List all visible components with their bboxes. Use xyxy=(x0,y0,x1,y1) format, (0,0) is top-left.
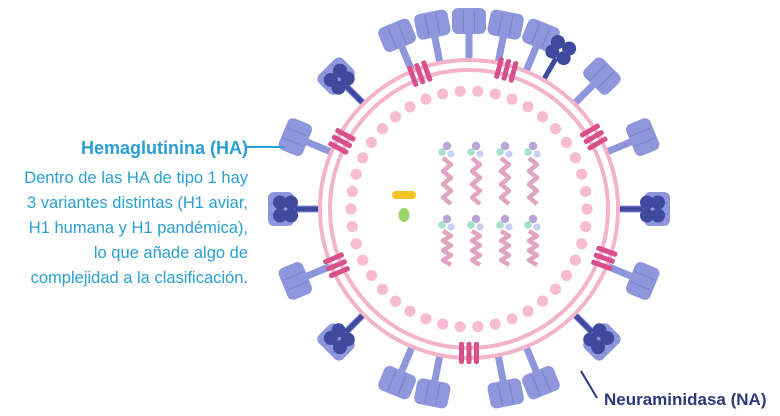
matrix-protein xyxy=(549,123,562,135)
matrix-protein xyxy=(569,152,581,164)
matrix-protein xyxy=(560,269,573,282)
description-line-1: Dentro de las HA de tipo 1 hay xyxy=(24,169,248,187)
rna-segment-icon xyxy=(438,214,455,267)
hemagglutinin-spike-icon xyxy=(378,18,416,72)
rna-segment-icon xyxy=(467,214,484,267)
description-line-3: H1 humana y H1 pandémica), xyxy=(28,219,248,237)
viral-envelope xyxy=(318,58,620,360)
hemagglutinin-label: Hemaglutinina (HA) xyxy=(80,138,248,158)
matrix-protein xyxy=(472,321,484,333)
matrix-protein xyxy=(522,305,534,317)
matrix-protein xyxy=(404,305,416,317)
internal-protein-yellow xyxy=(392,191,416,199)
hemagglutinin-spike-icon xyxy=(572,57,621,106)
matrix-protein xyxy=(389,111,402,123)
matrix-protein xyxy=(389,295,402,307)
matrix-protein xyxy=(489,88,501,100)
hemagglutinin-spike-icon xyxy=(522,18,560,72)
hemagglutinin-spike-icon xyxy=(378,346,416,400)
hemagglutinin-spike-icon xyxy=(278,118,332,156)
hemagglutinin-spike-icon xyxy=(606,262,660,300)
m2-ion-channels xyxy=(323,57,618,364)
matrix-protein-ring xyxy=(345,85,593,333)
viral-core xyxy=(392,141,541,267)
hemagglutinin-spike-icon xyxy=(487,355,524,409)
outer-lipid-layer xyxy=(318,58,620,360)
matrix-protein xyxy=(580,185,592,198)
neuraminidase-spike-icon xyxy=(573,313,615,355)
hemagglutinin-spike-icon xyxy=(414,9,451,63)
matrix-protein xyxy=(549,283,562,295)
rna-segment-icon xyxy=(496,141,513,206)
m2-ion-channel-icon xyxy=(459,342,479,364)
m2-ion-channel-icon xyxy=(407,60,433,87)
matrix-protein xyxy=(454,85,466,97)
matrix-protein xyxy=(580,220,592,233)
matrix-protein xyxy=(560,136,573,149)
neuraminidase-spike-icon xyxy=(541,35,577,81)
matrix-protein xyxy=(536,295,549,307)
matrix-protein xyxy=(357,152,369,164)
matrix-protein xyxy=(576,238,588,250)
neuraminidase-spike-icon xyxy=(323,63,365,105)
matrix-protein xyxy=(437,88,449,100)
matrix-protein xyxy=(404,101,416,113)
rna-segment-icon xyxy=(496,214,513,267)
matrix-protein xyxy=(522,101,534,113)
m2-ion-channel-icon xyxy=(579,123,608,151)
neuraminidase-spike-icon xyxy=(273,195,319,223)
neuraminidase-pointer-line xyxy=(580,370,598,399)
m2-ion-channel-icon xyxy=(328,128,356,155)
matrix-protein xyxy=(472,85,484,97)
matrix-protein xyxy=(365,269,378,282)
hemagglutinin-spike-icon xyxy=(452,8,486,59)
matrix-protein xyxy=(576,168,588,180)
matrix-protein xyxy=(569,254,581,266)
rna-segment-icon xyxy=(438,141,455,206)
matrix-protein xyxy=(376,123,389,135)
matrix-protein xyxy=(420,313,432,325)
neuraminidase-spike-icon xyxy=(619,195,665,223)
matrix-protein xyxy=(506,313,518,325)
description-line-5: complejidad a la clasificación. xyxy=(30,269,248,287)
hemagglutinin-spike-icon xyxy=(606,118,660,156)
matrix-protein xyxy=(420,93,432,105)
description-line-4: lo que añade algo de xyxy=(93,244,248,262)
hemagglutinin-description: Dentro de las HA de tipo 1 hay 3 variant… xyxy=(0,166,248,291)
m2-ion-channel-icon xyxy=(494,57,519,83)
matrix-protein xyxy=(536,111,549,123)
m2-ion-channel-icon xyxy=(323,252,350,279)
matrix-protein xyxy=(345,203,357,215)
matrix-protein xyxy=(437,318,449,330)
matrix-protein xyxy=(581,203,593,215)
neuraminidase-spikes xyxy=(273,35,665,355)
matrix-protein xyxy=(489,318,501,330)
hemagglutinin-spike-icon xyxy=(278,262,332,300)
matrix-protein xyxy=(365,136,378,149)
matrix-protein xyxy=(357,254,369,266)
hemagglutinin-spike-icon xyxy=(487,9,524,63)
matrix-protein xyxy=(506,93,518,105)
m2-ion-channel-icon xyxy=(591,245,618,271)
matrix-protein xyxy=(350,168,362,180)
matrix-protein xyxy=(350,238,362,250)
matrix-protein xyxy=(376,283,389,295)
description-line-2: 3 variantes distintas (H1 aviar, xyxy=(26,194,248,212)
rna-segment-icon xyxy=(467,141,484,206)
neuraminidase-label: Neuraminidasa (NA) xyxy=(604,390,767,409)
matrix-protein xyxy=(454,321,466,333)
matrix-protein xyxy=(346,220,358,233)
rna-segment-icon xyxy=(524,141,541,206)
hemagglutinin-spike-icon xyxy=(522,346,560,400)
neuraminidase-spike-icon xyxy=(323,313,365,355)
internal-protein-green xyxy=(398,208,410,222)
matrix-protein xyxy=(346,185,358,198)
inner-lipid-layer xyxy=(328,68,610,350)
rna-segment-icon xyxy=(524,214,541,267)
hemagglutinin-spike-icon xyxy=(414,355,451,409)
